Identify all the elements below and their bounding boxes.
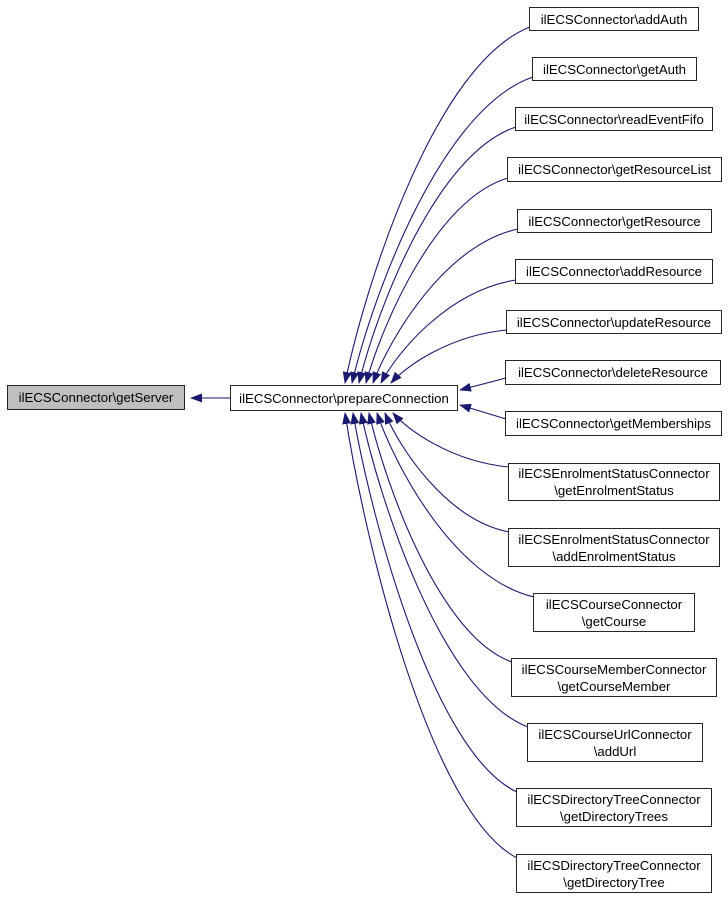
node-label: ilECSConnector\prepareConnection: [239, 390, 449, 406]
edge-addEnrolmentStatus-to-prepareConnection: [384, 412, 510, 533]
node-getEnrolmentStatus[interactable]: ilECSEnrolmentStatusConnector \getEnrolm…: [508, 463, 720, 501]
node-label: ilECSConnector\addResource: [526, 264, 702, 279]
edge-readEventFifo-to-prepareConnection: [357, 126, 517, 384]
edge-updateResource-to-prepareConnection: [390, 329, 508, 384]
node-deleteResource[interactable]: ilECSConnector\deleteResource: [505, 360, 721, 385]
edge-getAuth-to-prepareConnection: [350, 76, 534, 384]
node-addUrl[interactable]: ilECSCourseUrlConnector \addUrl: [527, 723, 703, 762]
edge-addUrl-to-prepareConnection: [358, 412, 529, 728]
node-getCourseMember[interactable]: ilECSCourseMemberConnector \getCourseMem…: [511, 658, 717, 697]
node-label: ilECSEnrolmentStatusConnector \getEnrolm…: [518, 466, 710, 498]
node-getResource[interactable]: ilECSConnector\getResource: [517, 209, 712, 233]
node-label: ilECSCourseUrlConnector \addUrl: [538, 726, 692, 759]
edge-deleteResource-to-prepareConnection: [459, 377, 507, 392]
node-getResourceList[interactable]: ilECSConnector\getResourceList: [507, 157, 722, 182]
node-addEnrolmentStatus[interactable]: ilECSEnrolmentStatusConnector \addEnrolm…: [508, 528, 720, 567]
node-label: ilECSConnector\getResource: [528, 213, 701, 229]
edge-getCourseMember-to-prepareConnection: [367, 412, 513, 663]
node-label: ilECSConnector\readEventFifo: [524, 111, 704, 127]
node-label: ilECSDirectoryTreeConnector \getDirector…: [527, 857, 701, 890]
node-addResource[interactable]: ilECSConnector\addResource: [515, 259, 713, 284]
node-updateResource[interactable]: ilECSConnector\updateResource: [506, 310, 722, 334]
edge-getMemberships-to-prepareConnection: [459, 403, 507, 420]
edge-getEnrolmentStatus-to-prepareConnection: [392, 412, 510, 468]
node-getMemberships[interactable]: ilECSConnector\getMemberships: [505, 411, 722, 436]
node-readEventFifo[interactable]: ilECSConnector\readEventFifo: [515, 107, 713, 131]
edge-getCourse-to-prepareConnection: [376, 412, 535, 598]
edge-getDirectoryTree-to-prepareConnection: [342, 412, 518, 859]
node-label: ilECSConnector\deleteResource: [518, 365, 708, 380]
node-label: ilECSCourseConnector \getCourse: [545, 596, 683, 629]
node-label: ilECSConnector\addAuth: [540, 11, 688, 27]
node-getDirectoryTrees[interactable]: ilECSDirectoryTreeConnector \getDirector…: [516, 788, 712, 827]
node-label: ilECSConnector\getAuth: [543, 61, 686, 77]
node-prepareConnection[interactable]: ilECSConnector\prepareConnection: [230, 385, 458, 411]
edge-addAuth-to-prepareConnection: [342, 26, 531, 384]
node-label: ilECSEnrolmentStatusConnector \addEnrolm…: [518, 531, 710, 564]
node-label: ilECSConnector\updateResource: [516, 314, 712, 330]
edge-addResource-to-prepareConnection: [380, 279, 517, 384]
node-getCourse[interactable]: ilECSCourseConnector \getCourse: [533, 593, 695, 632]
node-label: ilECSDirectoryTreeConnector \getDirector…: [527, 791, 701, 824]
node-getDirectoryTree[interactable]: ilECSDirectoryTreeConnector \getDirector…: [516, 854, 712, 893]
node-label: ilECSCourseMemberConnector \getCourseMem…: [521, 661, 707, 694]
node-addAuth[interactable]: ilECSConnector\addAuth: [529, 7, 699, 31]
edge-getDirectoryTrees-to-prepareConnection: [350, 412, 518, 793]
node-label: ilECSConnector\getResourceList: [518, 162, 711, 177]
edge-getResourceList-to-prepareConnection: [364, 177, 509, 384]
node-label: ilECSConnector\getMemberships: [516, 416, 711, 431]
node-label: ilECSConnector\getServer: [18, 390, 174, 405]
node-getAuth[interactable]: ilECSConnector\getAuth: [532, 57, 697, 81]
edge-group: [190, 26, 535, 859]
edge-getResource-to-prepareConnection: [372, 228, 519, 384]
node-getServer: ilECSConnector\getServer: [7, 385, 185, 410]
